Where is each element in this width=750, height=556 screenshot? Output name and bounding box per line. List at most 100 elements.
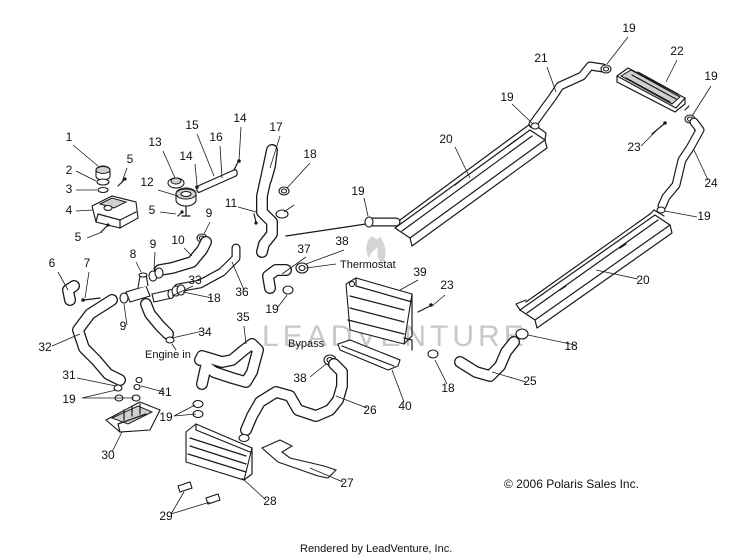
callout-12: 12: [140, 175, 154, 189]
callout-9: 9: [150, 237, 157, 251]
clamp-19-lower-right[interactable]: [656, 206, 666, 214]
callout-15: 15: [185, 118, 199, 132]
callout-24: 24: [704, 176, 718, 190]
callout-33: 33: [188, 273, 202, 287]
callout-18: 18: [303, 147, 317, 161]
fitting-14-top[interactable]: [233, 159, 241, 171]
rendered-by-text: Rendered by LeadVenture, Inc.: [300, 543, 452, 555]
reservoir-4[interactable]: [91, 195, 139, 229]
clamp-9-b[interactable]: [154, 267, 164, 279]
hose-10[interactable]: [154, 236, 212, 276]
callout-25: 25: [523, 374, 537, 388]
bolt-11[interactable]: [253, 213, 258, 225]
clamp-9-c[interactable]: [119, 292, 129, 304]
callout-19: 19: [697, 209, 711, 223]
callout-20: 20: [439, 132, 453, 146]
elbow-6-left[interactable]: [62, 280, 80, 306]
hose-34[interactable]: [140, 298, 175, 344]
clamp-38-thermostat[interactable]: [295, 262, 309, 274]
clamp-18-upper[interactable]: [278, 186, 290, 196]
clip-29-b[interactable]: [205, 493, 221, 505]
heat-shield-22[interactable]: [616, 67, 690, 113]
callout-19: 19: [159, 410, 173, 424]
callout-11: 11: [225, 196, 238, 210]
callout-27: 27: [340, 476, 354, 490]
hose-32[interactable]: [72, 294, 126, 386]
screw-5-a[interactable]: [117, 177, 127, 187]
callout-19: 19: [704, 69, 718, 83]
hose-25[interactable]: [454, 336, 520, 382]
screw-5-c[interactable]: [177, 210, 184, 217]
callout-14: 14: [233, 111, 247, 125]
hose-35[interactable]: [194, 338, 264, 390]
cap-1[interactable]: [95, 165, 111, 181]
bracket-30[interactable]: [105, 401, 161, 433]
callout-22: 22: [670, 44, 684, 58]
hose-37[interactable]: [262, 264, 292, 294]
clamp-19-upper-left[interactable]: [530, 122, 540, 130]
callout-37: 37: [297, 242, 311, 256]
hose-26[interactable]: [240, 358, 348, 436]
tube-thermostat-to-exchanger[interactable]: [285, 223, 367, 237]
clamp-19-thermostat[interactable]: [282, 285, 294, 295]
gasket-plate-40[interactable]: [337, 339, 401, 371]
cooler-28[interactable]: [185, 423, 253, 481]
clamp-31[interactable]: [113, 384, 123, 392]
clamp-19-mid[interactable]: [364, 216, 374, 228]
clamp-41[interactable]: [133, 376, 143, 391]
callout-23: 23: [440, 278, 454, 292]
bypass-label: Bypass: [288, 338, 325, 350]
watermark-flame-icon: [366, 236, 386, 264]
callout-2: 2: [66, 163, 73, 177]
tube-24[interactable]: [657, 117, 705, 211]
callout-23: 23: [627, 140, 641, 154]
callout-4: 4: [66, 203, 73, 217]
hose-36[interactable]: [173, 243, 241, 293]
seal-3[interactable]: [97, 186, 109, 194]
clip-29-a[interactable]: [177, 481, 193, 493]
thermostat-housing-39[interactable]: [345, 277, 413, 351]
clamp-18-lower[interactable]: [427, 349, 439, 359]
vent-tube-15-16[interactable]: [196, 169, 238, 193]
callout-38: 38: [293, 371, 307, 385]
screw-23-lower[interactable]: [417, 303, 433, 313]
clamp-19-cooler-a[interactable]: [192, 399, 204, 409]
callout-5: 5: [127, 152, 134, 166]
cap-13[interactable]: [167, 177, 185, 189]
tube-21[interactable]: [528, 61, 608, 129]
bolt-7[interactable]: [81, 297, 101, 302]
callout-5: 5: [149, 203, 156, 217]
copyright-text: © 2006 Polaris Sales Inc.: [504, 477, 639, 491]
callout-18: 18: [207, 291, 221, 305]
callout-19: 19: [265, 302, 279, 316]
callout-19: 19: [351, 184, 365, 198]
callout-34: 34: [198, 325, 212, 339]
callout-19: 19: [500, 90, 514, 104]
callout-36: 36: [235, 285, 249, 299]
clamp-6-upper[interactable]: [275, 209, 289, 219]
tee-fitting-8[interactable]: [125, 272, 151, 303]
screw-23-upper[interactable]: [651, 121, 667, 135]
callout-16: 16: [209, 130, 223, 144]
union-33[interactable]: [151, 288, 175, 303]
fitting-14-left[interactable]: [195, 185, 199, 189]
filler-neck-12[interactable]: [175, 187, 197, 217]
callout-8: 8: [130, 247, 137, 261]
clamp-18-mid[interactable]: [171, 284, 186, 297]
callout-35: 35: [236, 310, 250, 324]
callout-41: 41: [158, 385, 172, 399]
callout-1: 1: [66, 130, 73, 144]
bracket-27[interactable]: [260, 439, 338, 479]
heat-exchanger-lower[interactable]: [515, 209, 673, 329]
leader-lines: [51, 36, 712, 515]
hose-17[interactable]: [256, 144, 278, 258]
cap-18-right[interactable]: [515, 328, 529, 340]
clamp-19-cooler-c[interactable]: [238, 433, 250, 443]
clamp-19-top[interactable]: [600, 64, 612, 74]
screw-5-b[interactable]: [100, 223, 110, 233]
heat-exchanger-upper[interactable]: [365, 122, 548, 247]
seal-2[interactable]: [96, 178, 110, 186]
callout-29: 29: [159, 509, 173, 523]
callout-40: 40: [398, 399, 412, 413]
